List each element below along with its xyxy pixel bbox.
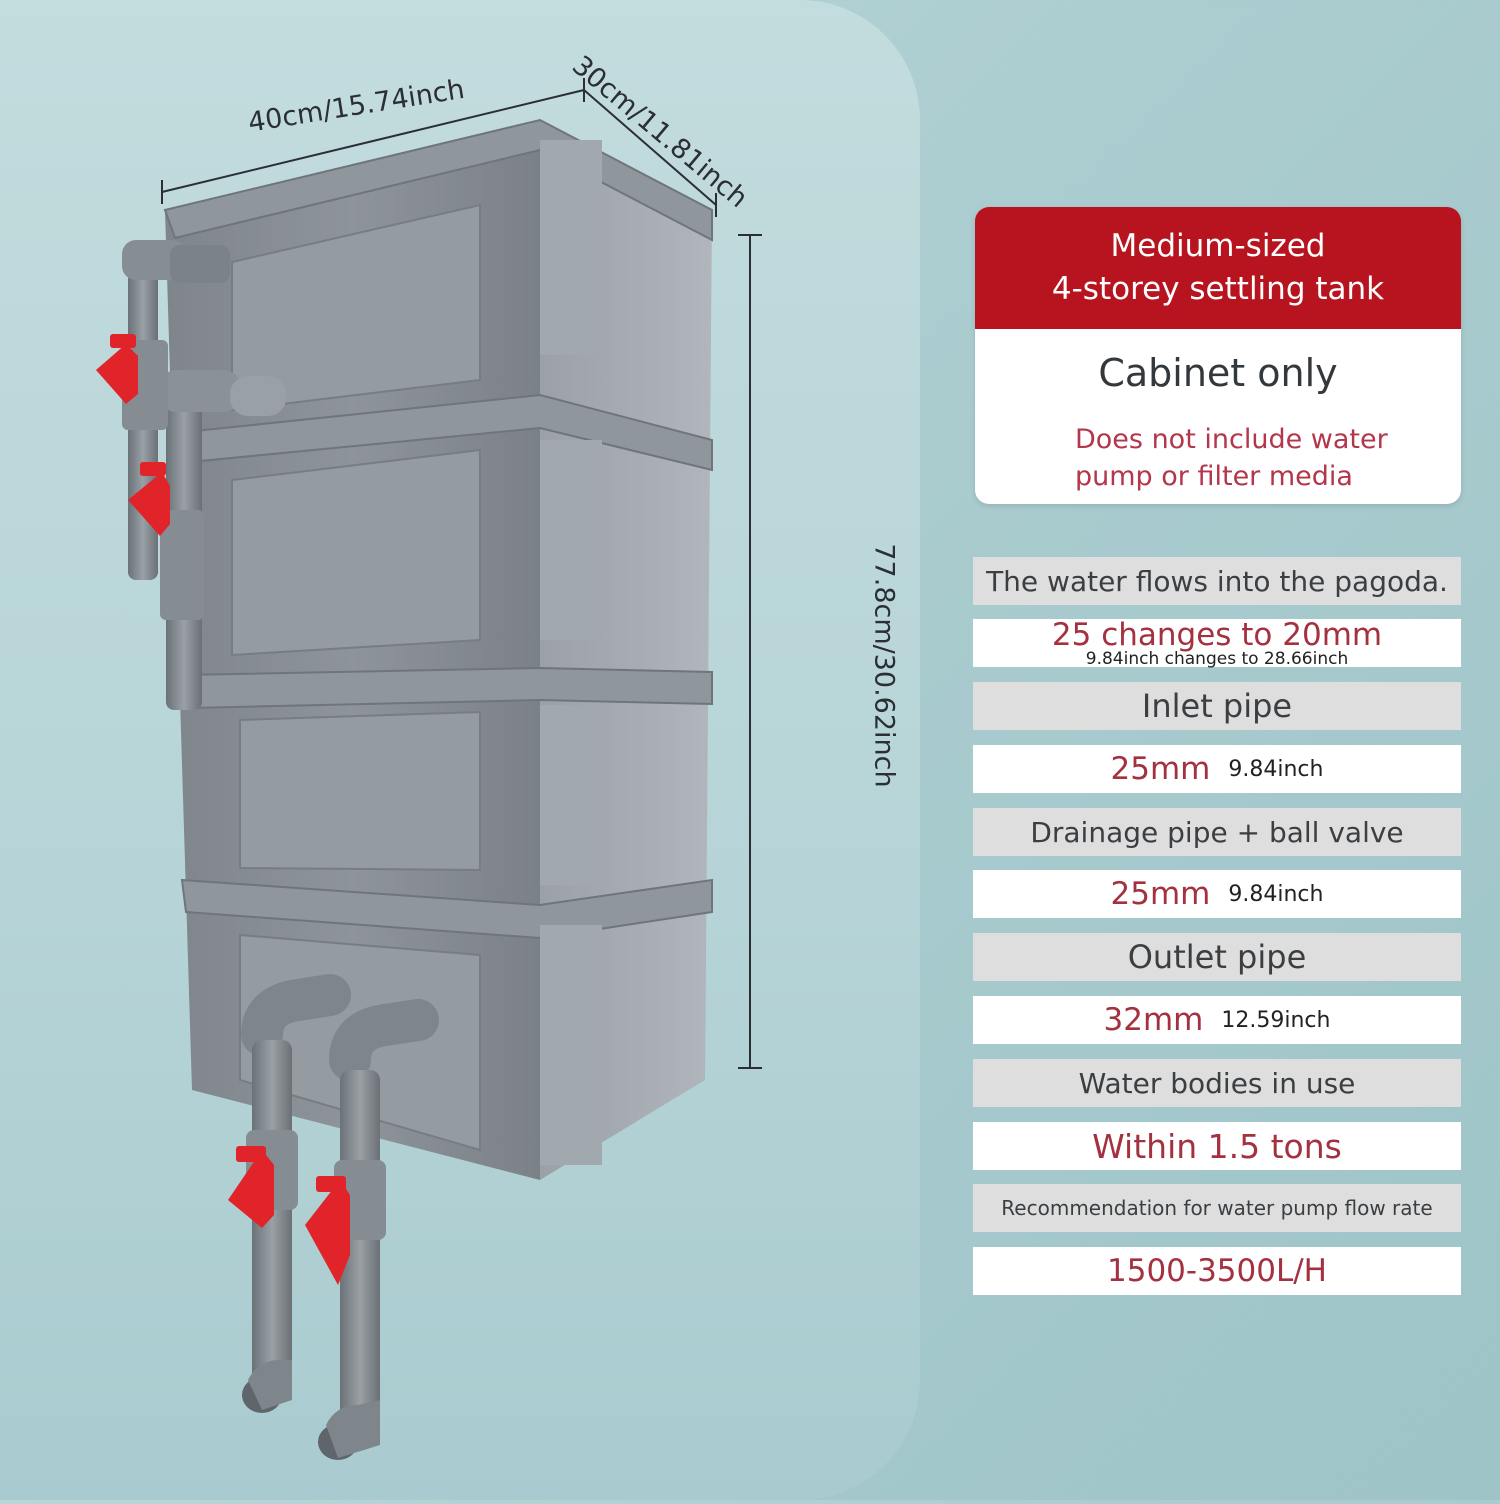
spec-outlet-inch: 12.59inch — [1221, 1007, 1331, 1033]
spec-drain-mm: 25mm — [1110, 876, 1211, 912]
product-illustration: 40cm/15.74inch 30cm/11.81inch 77.8cm/30.… — [96, 50, 900, 1460]
spec-inlet-mm: 25mm — [1110, 751, 1211, 787]
spec-pump-title: Recommendation for water pump flow rate — [973, 1184, 1461, 1232]
card-title-line1: Medium-sized — [1110, 228, 1326, 264]
spec-flow-title: The water flows into the pagoda. — [973, 557, 1461, 605]
card-header: Medium-sized 4-storey settling tank — [975, 207, 1461, 329]
dimension-lines — [161, 78, 762, 1069]
spec-outlet-mm: 32mm — [1103, 1002, 1204, 1038]
card-note: Does not include water pump or filter me… — [1075, 424, 1388, 492]
height-dimension-label: 77.8cm/30.62inch — [868, 543, 900, 788]
upper-valves — [96, 334, 170, 536]
spec-outlet-title-text: Outlet pipe — [1127, 938, 1307, 976]
card-subtitle: Cabinet only — [1098, 351, 1338, 395]
tank-ribs — [540, 140, 602, 1165]
spec-water-title-text: Water bodies in use — [1078, 1066, 1356, 1100]
spec-inlet-title-text: Inlet pipe — [1141, 687, 1293, 725]
spec-inlet-value: 25mm 9.84inch — [973, 745, 1461, 793]
card-title-line2: 4-storey settling tank — [1051, 271, 1385, 307]
spec-flow-value-inch: 9.84inch changes to 28.66inch — [1085, 649, 1349, 669]
spec-flow-title-text: The water flows into the pagoda. — [986, 564, 1448, 598]
product-info-card: Medium-sized 4-storey settling tank Cabi… — [975, 207, 1461, 504]
spec-water-value: Within 1.5 tons — [973, 1122, 1461, 1170]
spec-outlet-value: 32mm 12.59inch — [973, 996, 1461, 1044]
spec-pump-value-text: 1500-3500L/H — [1107, 1253, 1327, 1289]
spec-flow-value: 25 changes to 20mm 9.84inch changes to 2… — [973, 617, 1461, 669]
spec-inlet-title: Inlet pipe — [973, 682, 1461, 730]
spec-drain-inch: 9.84inch — [1228, 881, 1324, 907]
spec-drain-title-text: Drainage pipe + ball valve — [1030, 815, 1404, 849]
spec-inlet-inch: 9.84inch — [1228, 756, 1324, 782]
spec-water-value-text: Within 1.5 tons — [1092, 1126, 1342, 1166]
spec-water-title: Water bodies in use — [973, 1059, 1461, 1107]
lower-valves — [228, 1146, 350, 1285]
spec-outlet-title: Outlet pipe — [973, 933, 1461, 981]
spec-flow-value-mm: 25 changes to 20mm — [1051, 617, 1383, 653]
spec-drain-title: Drainage pipe + ball valve — [973, 808, 1461, 856]
settling-tank-drawing — [96, 78, 762, 1460]
spec-drain-value: 25mm 9.84inch — [973, 870, 1461, 918]
spec-pump-title-text: Recommendation for water pump flow rate — [1001, 1196, 1433, 1220]
spec-pump-value: 1500-3500L/H — [973, 1247, 1461, 1295]
